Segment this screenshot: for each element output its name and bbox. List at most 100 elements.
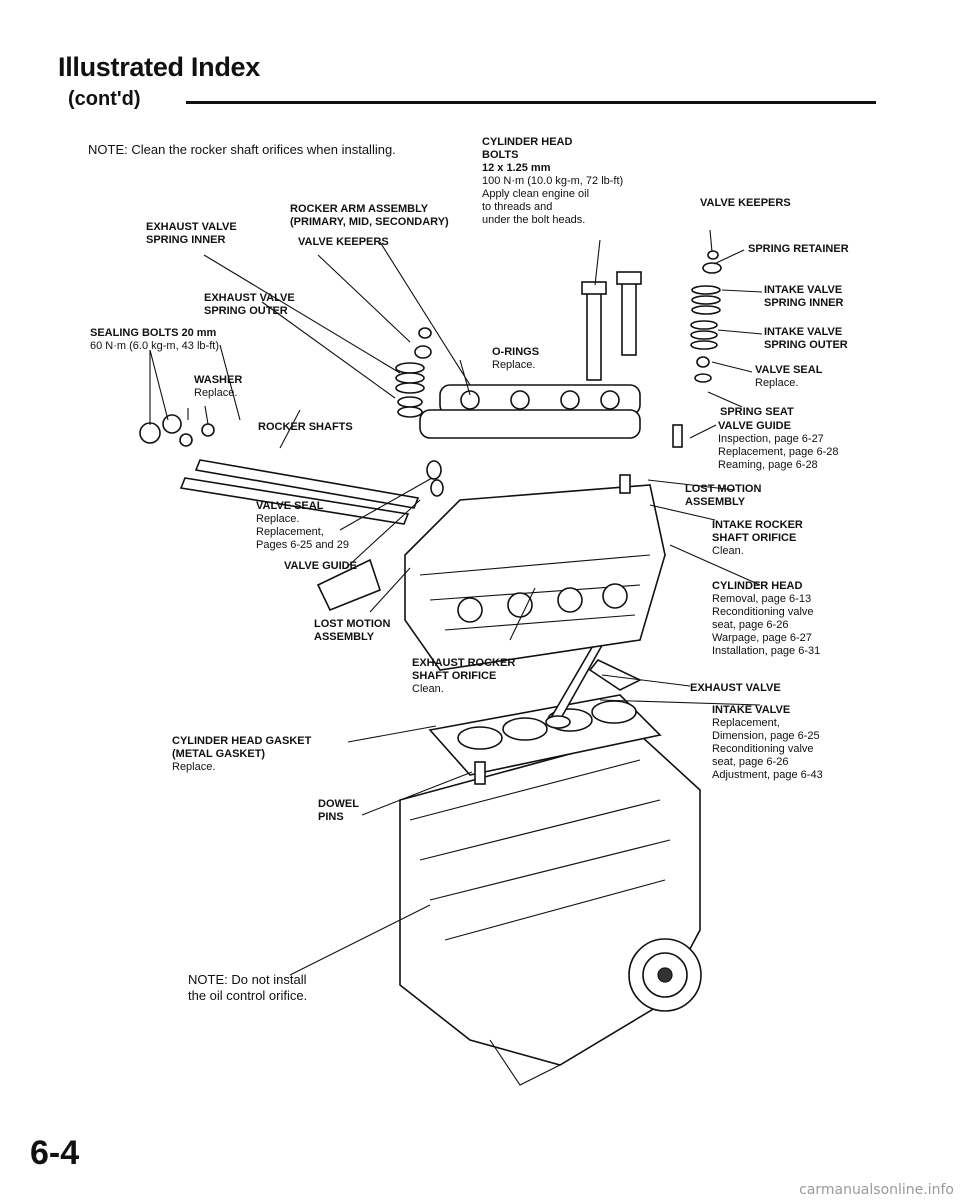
label-rocker-arm-assembly: ROCKER ARM ASSEMBLY (PRIMARY, MID, SECON… — [290, 203, 449, 229]
leader-lines — [149, 229, 763, 976]
label-line: PINS — [318, 811, 344, 823]
label-exhaust-valve: EXHAUST VALVE — [690, 682, 781, 695]
label-line: EXHAUST VALVE — [690, 682, 781, 694]
header-rule — [186, 101, 876, 104]
note-bottom: NOTE: Do not install the oil control ori… — [188, 972, 307, 1004]
cylinder-head-bolts — [581, 271, 642, 381]
label-line: 60 N·m (6.0 kg-m, 43 lb-ft) — [90, 340, 219, 352]
label-intake-spring-outer: INTAKE VALVE SPRING OUTER — [764, 326, 848, 352]
label-spring-retainer: SPRING RETAINER — [748, 243, 849, 256]
rocker-arm-assembly — [419, 384, 641, 439]
dowel-pin — [474, 761, 486, 785]
label-line: Replacement, — [712, 717, 780, 729]
label-line: CYLINDER HEAD — [712, 580, 803, 592]
label-valve-guide-left: VALVE GUIDE — [284, 560, 357, 573]
page-number: 6-4 — [30, 1134, 80, 1172]
label-line: EXHAUST VALVE — [146, 221, 237, 233]
label-valve-seal-left: VALVE SEAL Replace. Replacement, Pages 6… — [256, 500, 349, 552]
page-subtitle: (cont'd) — [68, 88, 141, 110]
label-line: Pages 6-25 and 29 — [256, 539, 349, 551]
label-line: VALVE KEEPERS — [298, 236, 389, 248]
label-line: Clean. — [412, 683, 444, 695]
watermark-footer: carmanualsonline.info — [799, 1182, 954, 1198]
label-rocker-shafts: ROCKER SHAFTS — [258, 421, 353, 434]
engine-block — [399, 734, 702, 1086]
label-line: INTAKE VALVE — [712, 704, 791, 716]
label-line: Installation, page 6-31 — [712, 645, 821, 657]
label-head-gasket: CYLINDER HEAD GASKET (METAL GASKET) Repl… — [172, 735, 311, 774]
label-line: Replacement, — [256, 526, 324, 538]
label-spring-seat: SPRING SEAT — [720, 406, 794, 419]
note-top: NOTE: Clean the rocker shaft orifices wh… — [88, 142, 396, 157]
label-valve-seal-right: VALVE SEAL Replace. — [755, 364, 822, 390]
label-line: (METAL GASKET) — [172, 748, 266, 760]
label-line: VALVE SEAL — [755, 364, 823, 376]
label-washer: WASHER Replace. — [194, 374, 242, 400]
rocker-shafts — [179, 459, 420, 525]
label-line: VALVE GUIDE — [718, 420, 791, 432]
label-valve-keepers-left: VALVE KEEPERS — [298, 236, 389, 249]
label-line: SHAFT ORIFICE — [412, 670, 497, 682]
intake-valve-springs — [619, 250, 722, 494]
label-line: (PRIMARY, MID, SECONDARY) — [290, 216, 449, 228]
note-bottom-line: the oil control orifice. — [188, 988, 308, 1003]
label-intake-rocker-orifice: INTAKE ROCKER SHAFT ORIFICE Clean. — [712, 519, 803, 558]
label-exhaust-spring-inner: EXHAUST VALVE SPRING INNER — [146, 221, 237, 247]
label-line: seat, page 6-26 — [712, 619, 789, 631]
label-valve-keepers-right: VALVE KEEPERS — [700, 197, 791, 210]
label-line: Replacement, page 6-28 — [718, 446, 839, 458]
label-line: SPRING INNER — [146, 234, 226, 246]
cylinder-head — [316, 484, 666, 671]
label-line: EXHAUST VALVE — [204, 292, 295, 304]
label-line: Replace. — [172, 761, 216, 773]
label-intake-valve: INTAKE VALVE Replacement, Dimension, pag… — [712, 704, 823, 782]
label-line: WASHER — [194, 374, 243, 386]
label-line: Reconditioning valve — [712, 743, 814, 755]
label-line: Apply clean engine oil — [482, 188, 590, 200]
label-line: Reaming, page 6-28 — [718, 459, 818, 471]
label-line: ROCKER SHAFTS — [258, 421, 353, 433]
sealing-bolts — [139, 414, 215, 447]
label-intake-spring-inner: INTAKE VALVE SPRING INNER — [764, 284, 843, 310]
label-line: INTAKE ROCKER — [712, 519, 803, 531]
label-line: Clean. — [712, 545, 744, 557]
label-line: Dimension, page 6-25 — [712, 730, 820, 742]
label-line: SPRING SEAT — [720, 406, 794, 418]
note-bottom-line: NOTE: Do not install — [188, 972, 307, 987]
label-line: Replace. — [194, 387, 238, 399]
label-line: CYLINDER HEAD GASKET — [172, 735, 312, 747]
exhaust-valve-springs — [395, 327, 444, 497]
label-line: VALVE SEAL — [256, 500, 324, 512]
label-exhaust-rocker-orifice: EXHAUST ROCKER SHAFT ORIFICE Clean. — [412, 657, 515, 696]
label-line: LOST MOTION — [685, 483, 762, 495]
label-line: VALVE KEEPERS — [700, 197, 791, 209]
label-line: SPRING OUTER — [204, 305, 288, 317]
label-o-rings: O-RINGS Replace. — [492, 346, 539, 372]
label-line: 100 N·m (10.0 kg-m, 72 lb-ft) — [482, 175, 624, 187]
label-line: Removal, page 6-13 — [712, 593, 812, 605]
label-sealing-bolts: SEALING BOLTS 20 mm 60 N·m (6.0 kg-m, 43… — [90, 327, 219, 353]
valves — [545, 635, 642, 729]
label-lost-motion-left: LOST MOTION ASSEMBLY — [314, 618, 390, 644]
label-line: INTAKE VALVE — [764, 326, 843, 338]
label-line: seat, page 6-26 — [712, 756, 789, 768]
label-line: SPRING OUTER — [764, 339, 848, 351]
page-title: Illustrated Index — [58, 52, 260, 82]
label-line: VALVE GUIDE — [284, 560, 357, 572]
label-lost-motion-right: LOST MOTION ASSEMBLY — [685, 483, 761, 509]
label-line: Replace. — [256, 513, 300, 525]
label-line: SPRING INNER — [764, 297, 844, 309]
label-line: O-RINGS — [492, 346, 540, 358]
label-line: LOST MOTION — [314, 618, 391, 630]
label-line: CYLINDER HEAD — [482, 136, 573, 148]
label-line: Reconditioning valve — [712, 606, 814, 618]
label-line: BOLTS — [482, 149, 519, 161]
label-line: ROCKER ARM ASSEMBLY — [290, 203, 429, 215]
label-cylinder-head-bolts: CYLINDER HEAD BOLTS 12 x 1.25 mm 100 N·m… — [482, 136, 623, 227]
label-exhaust-spring-outer: EXHAUST VALVE SPRING OUTER — [204, 292, 295, 318]
label-line: EXHAUST ROCKER — [412, 657, 516, 669]
label-line: ASSEMBLY — [685, 496, 746, 508]
label-line: SEALING BOLTS 20 mm — [90, 327, 217, 339]
label-line: Warpage, page 6-27 — [712, 632, 812, 644]
